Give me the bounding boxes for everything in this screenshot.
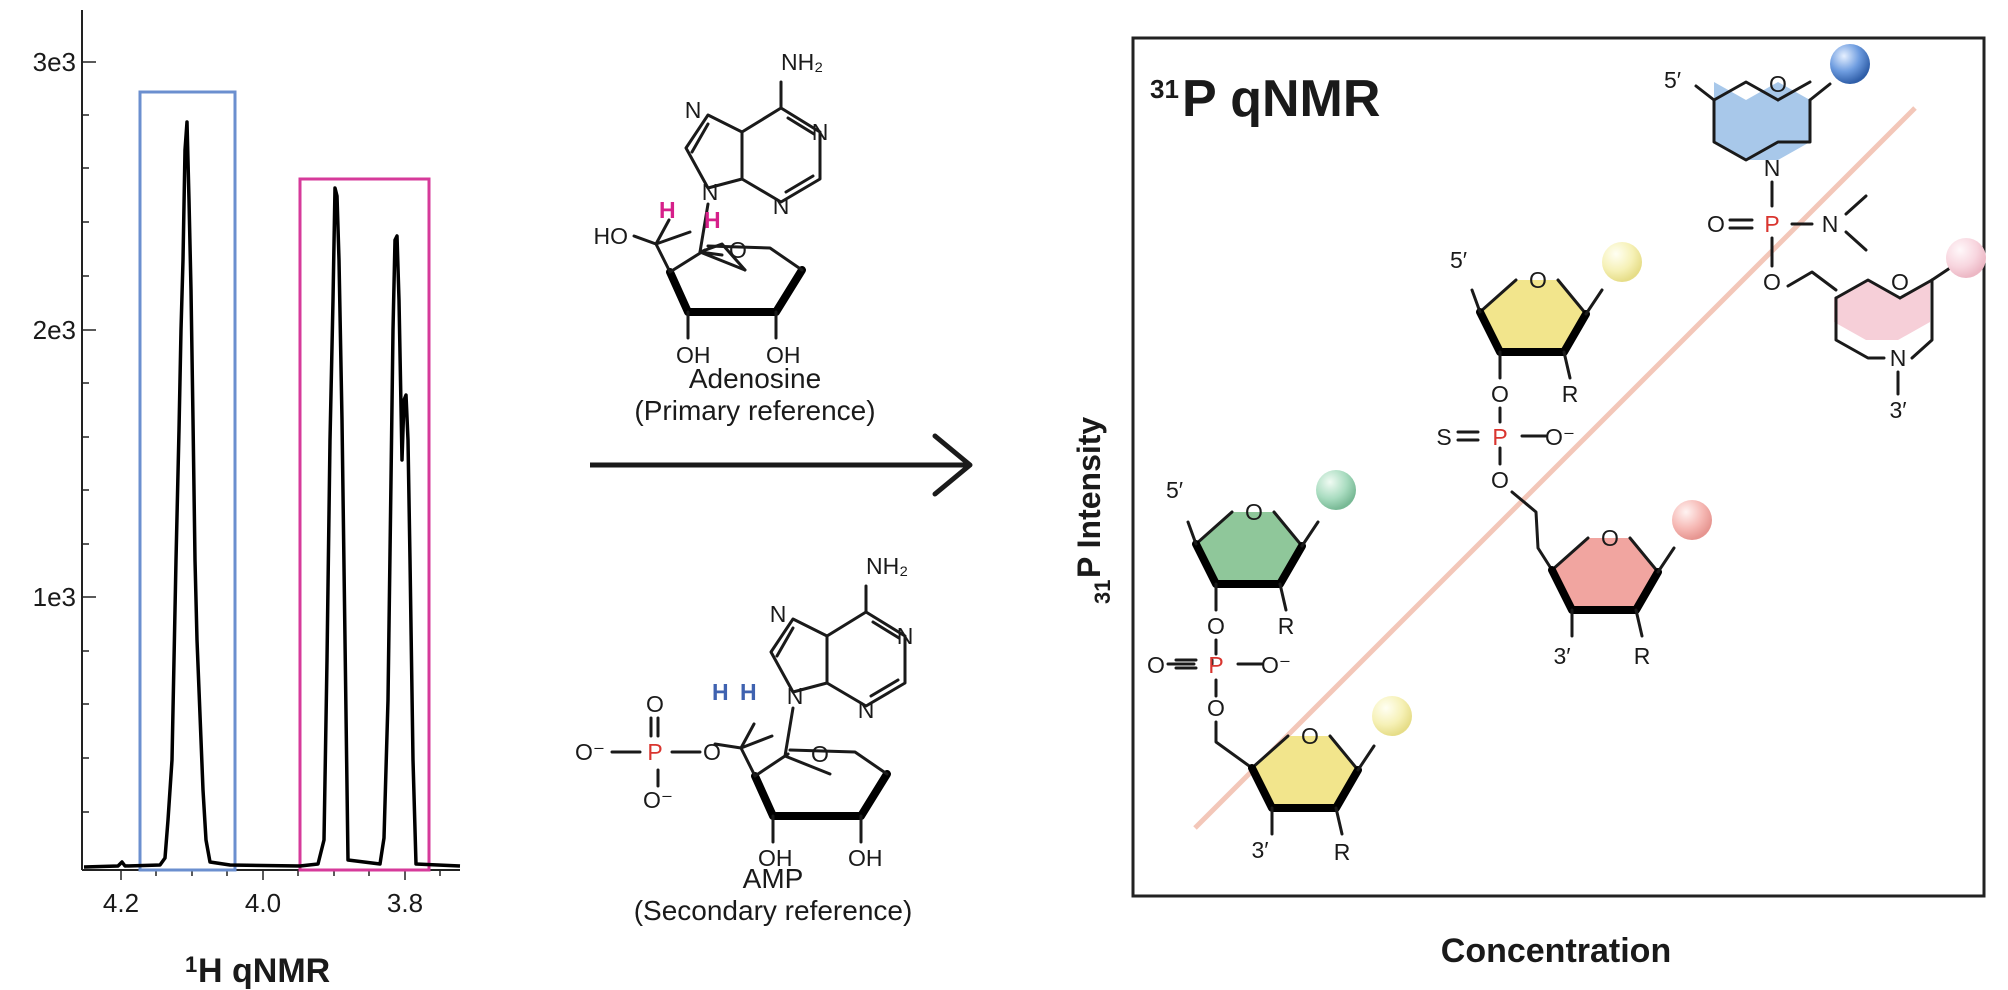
panel-title: P qNMR — [1182, 70, 1380, 128]
base-sphere-blue — [1830, 44, 1870, 84]
base-sphere-green — [1316, 470, 1356, 510]
hydroxyl-2prime: OH — [766, 342, 801, 368]
phosphorus-atom: P — [1764, 211, 1779, 237]
y-tick-label: 1e3 — [33, 582, 76, 612]
ring-oxygen: O — [1769, 71, 1787, 97]
x-axis-title-superscript: 1 — [185, 952, 197, 977]
sulfur-atom: S — [1436, 424, 1451, 450]
bridging-oxygen: O — [703, 739, 721, 765]
primary-reference-role: (Primary reference) — [634, 395, 875, 426]
dimethylamino-nitrogen: N — [1822, 211, 1839, 237]
r-group: R — [1334, 839, 1351, 865]
panel-title-superscript: 31 — [1150, 74, 1179, 104]
base-sphere-red — [1672, 500, 1712, 540]
bridging-oxygen: O — [1207, 695, 1225, 721]
x-tick-label: 4.2 — [103, 888, 139, 918]
x-axis-label: Concentration — [1441, 932, 1671, 970]
ring-oxygen: O — [1301, 723, 1319, 749]
reaction-arrow — [590, 433, 973, 497]
spectrum-trace — [83, 120, 461, 869]
phosphate-oxygen: O — [1147, 652, 1165, 678]
atom-n3: N — [773, 193, 790, 219]
three-prime-label: 3′ — [1251, 837, 1268, 863]
r-group: R — [1634, 643, 1651, 669]
highlighted-hydrogen: H — [740, 679, 757, 705]
phosphorothioate-unit: O 5′ R O P S O⁻ O — [1436, 242, 1642, 572]
morpholino-unit-pink: O N 3′ — [1834, 238, 1986, 423]
ring-nitrogen: N — [1890, 345, 1907, 371]
phosphate-oxygen-anion: O⁻ — [643, 787, 673, 813]
atom-n7: N — [770, 601, 787, 627]
ring-oxygen: O — [811, 741, 829, 767]
phosphate-oxygen-anion: O⁻ — [1545, 424, 1575, 450]
trend-line — [1193, 106, 1917, 830]
primary-reference-name: Adenosine — [689, 363, 821, 394]
panel-frame — [1131, 36, 1986, 898]
ring-oxygen: O — [729, 237, 747, 263]
atom-n9: N — [787, 683, 804, 709]
amino-group: NH₂ — [781, 49, 823, 75]
five-prime-label: 5′ — [1450, 247, 1467, 273]
phosphorus-atom: P — [647, 739, 662, 765]
highlight-box-blue — [138, 90, 237, 872]
atom-n7: N — [685, 97, 702, 123]
y-tick-label: 3e3 — [33, 47, 76, 77]
ring-nitrogen: N — [1764, 155, 1781, 181]
x-tick-label: 4.0 — [245, 888, 281, 918]
base-sphere-yellow — [1602, 242, 1642, 282]
highlight-box-magenta — [298, 177, 431, 872]
bridging-oxygen: O — [1491, 381, 1509, 407]
base-sphere-pink — [1946, 238, 1986, 278]
phosphorodiamidate-unit: O N 5′ P O N O — [1664, 44, 1870, 295]
atom-n1: N — [897, 623, 914, 649]
ring-oxygen: O — [1891, 269, 1909, 295]
bridging-oxygen: O — [1491, 467, 1509, 493]
base-sphere-yellow — [1372, 696, 1412, 736]
nucleoside-unit-red: O 3′ R — [1548, 500, 1712, 669]
three-prime-label: 3′ — [1553, 643, 1570, 669]
x-tick-label: 3.8 — [387, 888, 423, 918]
hydroxyl-3prime: OH — [758, 845, 793, 871]
nucleoside-unit-yellow-bottom: O 3′ R — [1248, 696, 1412, 865]
nmr-spectrum: 3e3 2e3 1e3 4.2 4.0 3.8 1 H qNMR — [33, 10, 461, 990]
phosphate-oxygen-anion: O⁻ — [575, 739, 605, 765]
phosphorus-atom: P — [1208, 652, 1223, 678]
ring-oxygen: O — [1245, 499, 1263, 525]
three-prime-label: 3′ — [1889, 397, 1906, 423]
hydroxyl-2prime: OH — [848, 845, 883, 871]
hydroxyl-5prime: HO — [594, 223, 629, 249]
p31-qnmr-panel: 31 P qNMR 31 P Intensity Concentration O… — [1071, 36, 1986, 970]
amino-group: NH₂ — [866, 553, 908, 579]
phosphodiester-unit: O 5′ R O P O O⁻ O — [1147, 470, 1356, 770]
x-axis-title: H qNMR — [198, 952, 330, 990]
highlighted-hydrogen: H — [712, 679, 729, 705]
y-tick-label: 2e3 — [33, 315, 76, 345]
highlighted-hydrogen: H — [704, 207, 721, 233]
atom-n1: N — [812, 119, 829, 145]
ring-oxygen: O — [1601, 525, 1619, 551]
y-axis-label: P Intensity — [1071, 417, 1107, 578]
five-prime-label: 5′ — [1166, 477, 1183, 503]
atom-n3: N — [858, 697, 875, 723]
y-axis-label-superscript: 31 — [1090, 580, 1115, 604]
phosphate-oxygen: O — [646, 691, 664, 717]
adenosine-structure: NH₂ N N N N O HO OH OH H H Adenosine (Pr… — [594, 49, 876, 426]
hydroxyl-3prime: OH — [676, 342, 711, 368]
five-prime-label: 5′ — [1664, 67, 1681, 93]
bridging-oxygen: O — [1763, 269, 1781, 295]
r-group: R — [1562, 381, 1579, 407]
atom-n9: N — [702, 179, 719, 205]
secondary-reference-role: (Secondary reference) — [634, 895, 913, 926]
secondary-reference-name: AMP — [743, 863, 804, 894]
amp-structure: NH₂ N N N N O P O O⁻ O⁻ O OH OH H H AMP … — [575, 553, 913, 926]
ring-oxygen: O — [1529, 267, 1547, 293]
phosphoryl-oxygen: O — [1707, 211, 1725, 237]
phosphate-oxygen-anion: O⁻ — [1261, 652, 1291, 678]
bridging-oxygen: O — [1207, 613, 1225, 639]
highlighted-hydrogen: H — [659, 197, 676, 223]
phosphorus-atom: P — [1492, 424, 1507, 450]
r-group: R — [1278, 613, 1295, 639]
